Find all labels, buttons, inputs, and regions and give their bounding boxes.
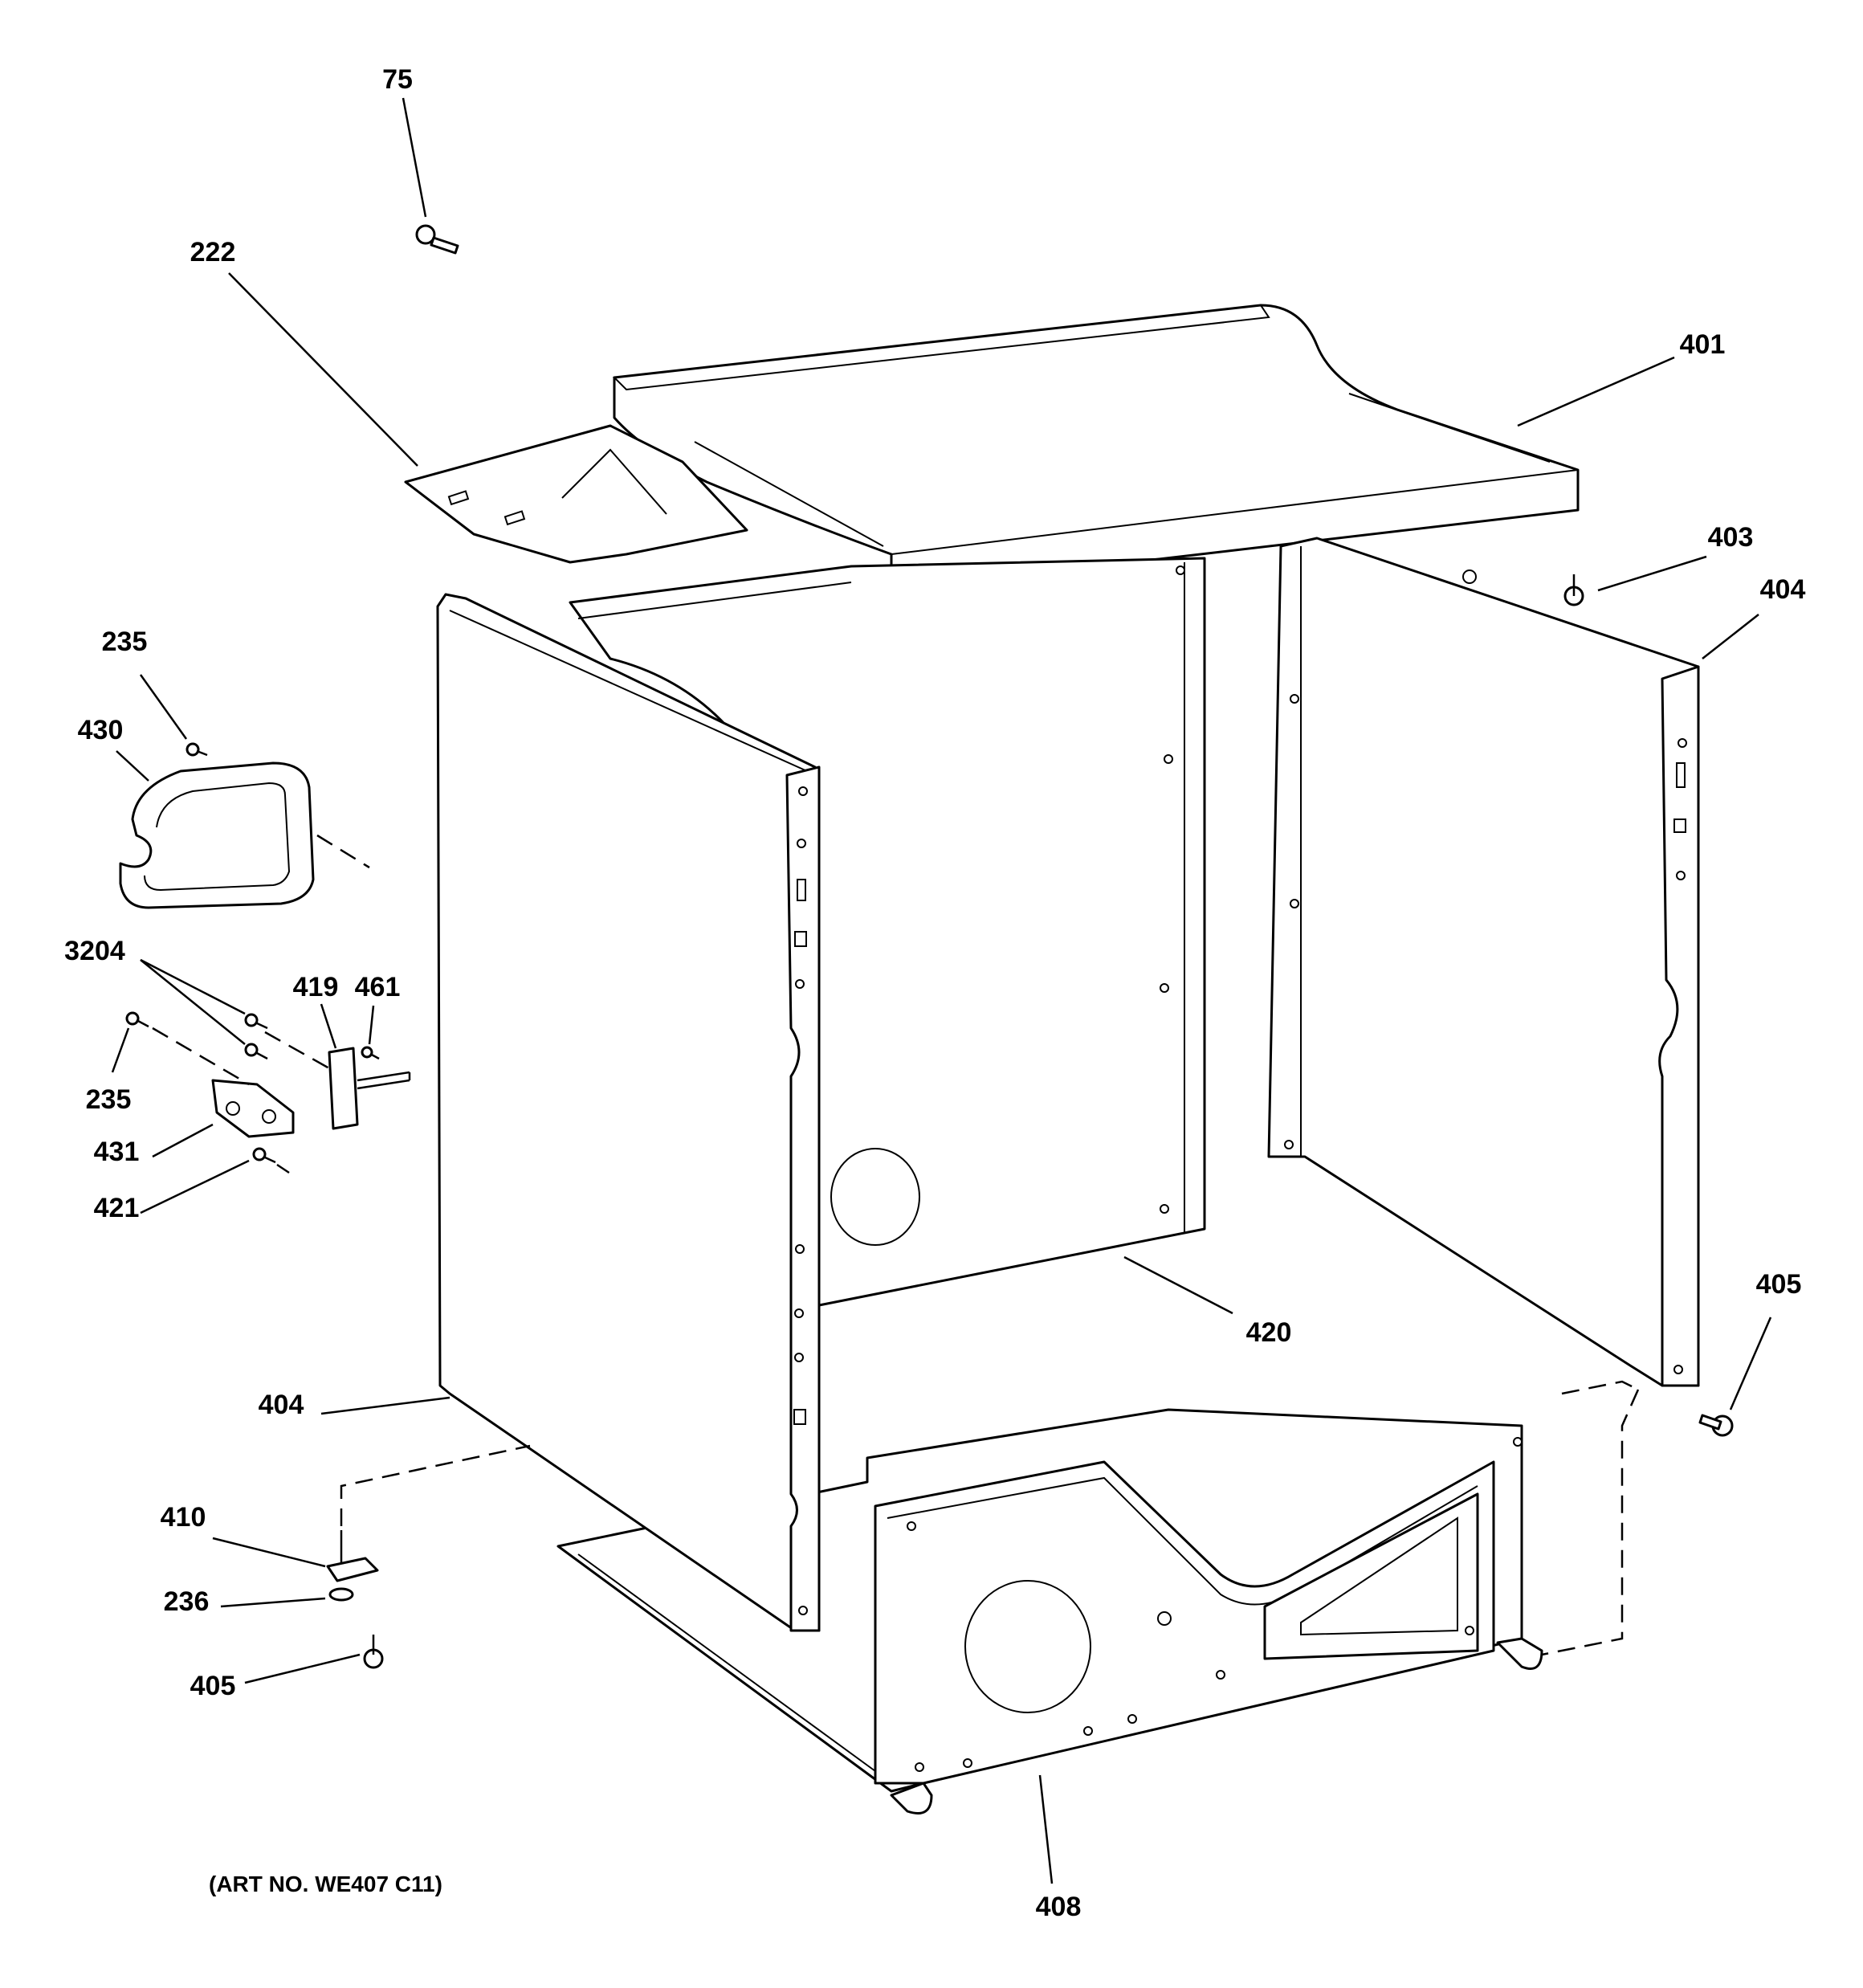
callout-410: 410	[161, 1502, 206, 1533]
callout-labels: 75 222 401 403 404 235 430 3204 419 461 …	[64, 64, 1805, 1922]
screw-405-left	[363, 1635, 384, 1669]
callout-405-left: 405	[190, 1671, 236, 1701]
callout-236: 236	[164, 1586, 210, 1617]
screw-421	[252, 1147, 276, 1164]
bracket-431	[211, 1079, 295, 1138]
callout-401: 401	[1680, 329, 1726, 360]
hinge-419	[328, 1047, 411, 1130]
bracket-222	[404, 424, 748, 564]
callout-408: 408	[1036, 1892, 1082, 1922]
callout-3204: 3204	[64, 936, 125, 966]
screw-461	[361, 1046, 380, 1060]
screw-75	[415, 224, 459, 255]
assembly-lines	[152, 834, 1640, 1656]
callout-419: 419	[293, 972, 339, 1002]
screws-3204	[244, 1013, 268, 1060]
screw-403	[1563, 574, 1584, 606]
screw-235-lower	[125, 1011, 149, 1028]
callout-431: 431	[94, 1137, 140, 1167]
art-number: (ART NO. WE407 C11)	[209, 1872, 442, 1896]
callout-405-right: 405	[1756, 1269, 1802, 1300]
callout-75: 75	[382, 64, 413, 95]
callout-235-lower: 235	[86, 1084, 132, 1115]
screw-235-top	[185, 742, 208, 757]
callout-430: 430	[78, 715, 124, 745]
screw-405-right	[1698, 1414, 1734, 1437]
bezel-430	[119, 761, 315, 909]
leveling-leg-410	[326, 1530, 379, 1582]
callout-421: 421	[94, 1193, 140, 1223]
callout-235-top: 235	[102, 627, 148, 657]
callout-222: 222	[190, 237, 236, 267]
callout-404-right: 404	[1760, 574, 1806, 605]
foot-236	[328, 1587, 354, 1602]
callout-403: 403	[1708, 522, 1754, 553]
callout-461: 461	[355, 972, 401, 1002]
top-panel-401	[612, 304, 1580, 592]
leader-lines	[111, 97, 1772, 1884]
right-side-panel-404	[1267, 537, 1700, 1387]
callout-404-left: 404	[259, 1390, 304, 1420]
left-side-panel-404	[436, 593, 821, 1632]
callout-420: 420	[1246, 1317, 1292, 1348]
